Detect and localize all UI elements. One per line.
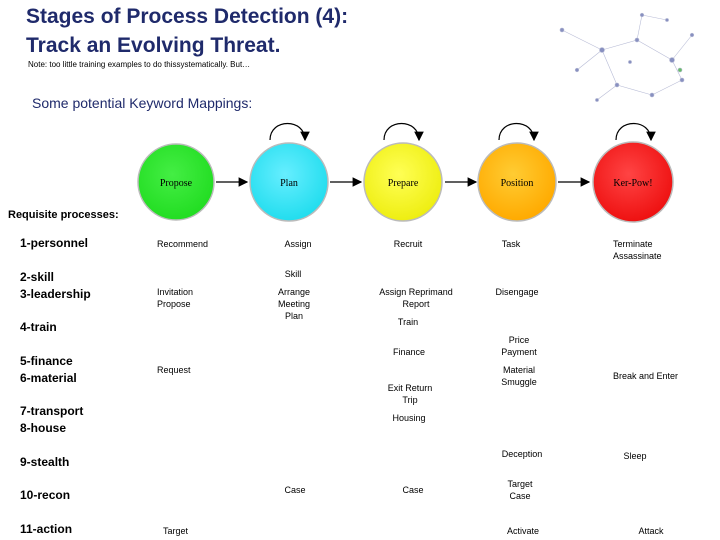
stage-propose: Propose (137, 143, 215, 221)
process-5-label: 5-finance (20, 354, 73, 368)
keyword-terminate-l1: Terminate (613, 239, 653, 249)
stage-plan: Plan (249, 142, 329, 222)
keyword-assign-reprimand-l2: Report (402, 299, 430, 309)
stage-label-prepare: Prepare (388, 178, 419, 189)
process-4: 4-train (20, 319, 57, 336)
keyword-terminate: Terminate Assassinate (613, 238, 662, 262)
keyword-material-l1: Material (502, 365, 535, 375)
keyword-housing: Housing (392, 413, 426, 423)
keyword-task: Task (501, 239, 521, 249)
process-7-label: 7-transport (20, 404, 84, 418)
process-4-label: 4-train (20, 320, 57, 334)
keyword-recommend: Recommend (157, 239, 209, 249)
keyword-arrange-l2: Meeting (277, 299, 311, 309)
keyword-sleep: Sleep (623, 451, 647, 461)
title-line-1: Stages of Process Detection (4): (26, 5, 349, 28)
self-loop-prepare (383, 123, 424, 142)
process-11-label: 11-action (20, 522, 73, 536)
keyword-exit-return-l2: Trip (402, 395, 418, 405)
keyword-exit-return-l1: Exit Return (387, 383, 433, 393)
process-10: 10-recon (20, 487, 70, 504)
network-graph-image (559, 12, 695, 102)
stage-label-kerpow: Ker-Pow! (613, 178, 652, 189)
process-2-label: 2-skill (20, 270, 55, 284)
keyword-price-l2: Payment (501, 347, 537, 357)
keyword-assign: Assign (284, 239, 312, 249)
keyword-skill: Skill (284, 269, 302, 279)
keyword-target: Target (163, 526, 189, 536)
keyword-break-enter: Break and Enter (613, 371, 679, 381)
keyword-invitation: Invitation Propose (157, 286, 193, 310)
keyword-disengage: Disengage (495, 287, 539, 297)
keyword-target-case-l2: Case (509, 491, 531, 501)
keyword-material-l2: Smuggle (501, 377, 537, 387)
keyword-price-l1: Price (508, 335, 530, 345)
keyword-request: Request (157, 365, 191, 375)
self-loop-position (498, 123, 539, 142)
process-5-6: 5-finance 6-material (20, 353, 77, 387)
keyword-arrange-l3: Plan (284, 311, 303, 321)
keyword-deception: Deception (501, 449, 543, 459)
keyword-assign-reprimand: Assign Reprimand Report (366, 286, 466, 310)
process-1-label: 1-personnel (20, 236, 89, 250)
keyword-invitation-l2: Propose (157, 299, 191, 309)
keyword-assign-reprimand-l1: Assign Reprimand (379, 287, 453, 297)
note-text: Note: too little training examples to do… (28, 60, 251, 69)
keyword-target-case: Target Case (492, 478, 548, 502)
process-9-label: 9-stealth (20, 455, 70, 469)
process-3-label: 3-leadership (20, 287, 91, 301)
process-11: 11-action (20, 521, 72, 538)
keyword-material: Material Smuggle (488, 364, 550, 388)
title-line-2: Track an Evolving Threat. (26, 34, 281, 57)
keyword-recruit: Recruit (393, 239, 423, 249)
requisite-label: Requisite processes: (8, 209, 119, 221)
stage-label-position: Position (501, 178, 534, 189)
process-7-8: 7-transport 8-house (20, 403, 83, 437)
stage-label-plan: Plan (280, 178, 298, 189)
process-8-label: 8-house (20, 421, 67, 435)
keyword-activate: Activate (506, 526, 539, 536)
stage-prepare: Prepare (363, 142, 443, 222)
process-10-label: 10-recon (20, 488, 71, 502)
stage-diagram: Propose Plan Prepare Position Ker-Pow! (137, 123, 674, 223)
keyword-invitation-l1: Invitation (157, 287, 194, 297)
keyword-case-prepare: Case (402, 485, 424, 495)
process-2-3: 2-skill 3-leadership (20, 269, 91, 303)
keyword-target-case-l1: Target (507, 479, 533, 489)
process-9: 9-stealth (20, 454, 69, 471)
subtitle: Some potential Keyword Mappings: (32, 95, 253, 111)
self-loop-plan (269, 123, 310, 142)
keyword-arrange-l1: Arrange (277, 287, 311, 297)
keyword-arrange: Arrange Meeting Plan (266, 286, 322, 322)
keyword-train: Train (397, 317, 419, 327)
page-title: Stages of Process Detection (4): Track a… (26, 2, 586, 60)
keyword-case-plan: Case (284, 485, 306, 495)
keyword-finance: Finance (392, 347, 426, 357)
stage-label-propose: Propose (160, 178, 193, 189)
self-loop-kerpow (615, 123, 656, 142)
stage-position: Position (477, 142, 557, 222)
process-1: 1-personnel (20, 235, 88, 252)
keyword-price: Price Payment (488, 334, 550, 358)
process-6-label: 6-material (20, 371, 77, 385)
keyword-exit-return: Exit Return Trip (372, 382, 448, 406)
stage-kerpow: Ker-Pow! (592, 141, 674, 223)
keyword-terminate-l2: Assassinate (613, 251, 662, 261)
keyword-attack: Attack (638, 526, 664, 536)
